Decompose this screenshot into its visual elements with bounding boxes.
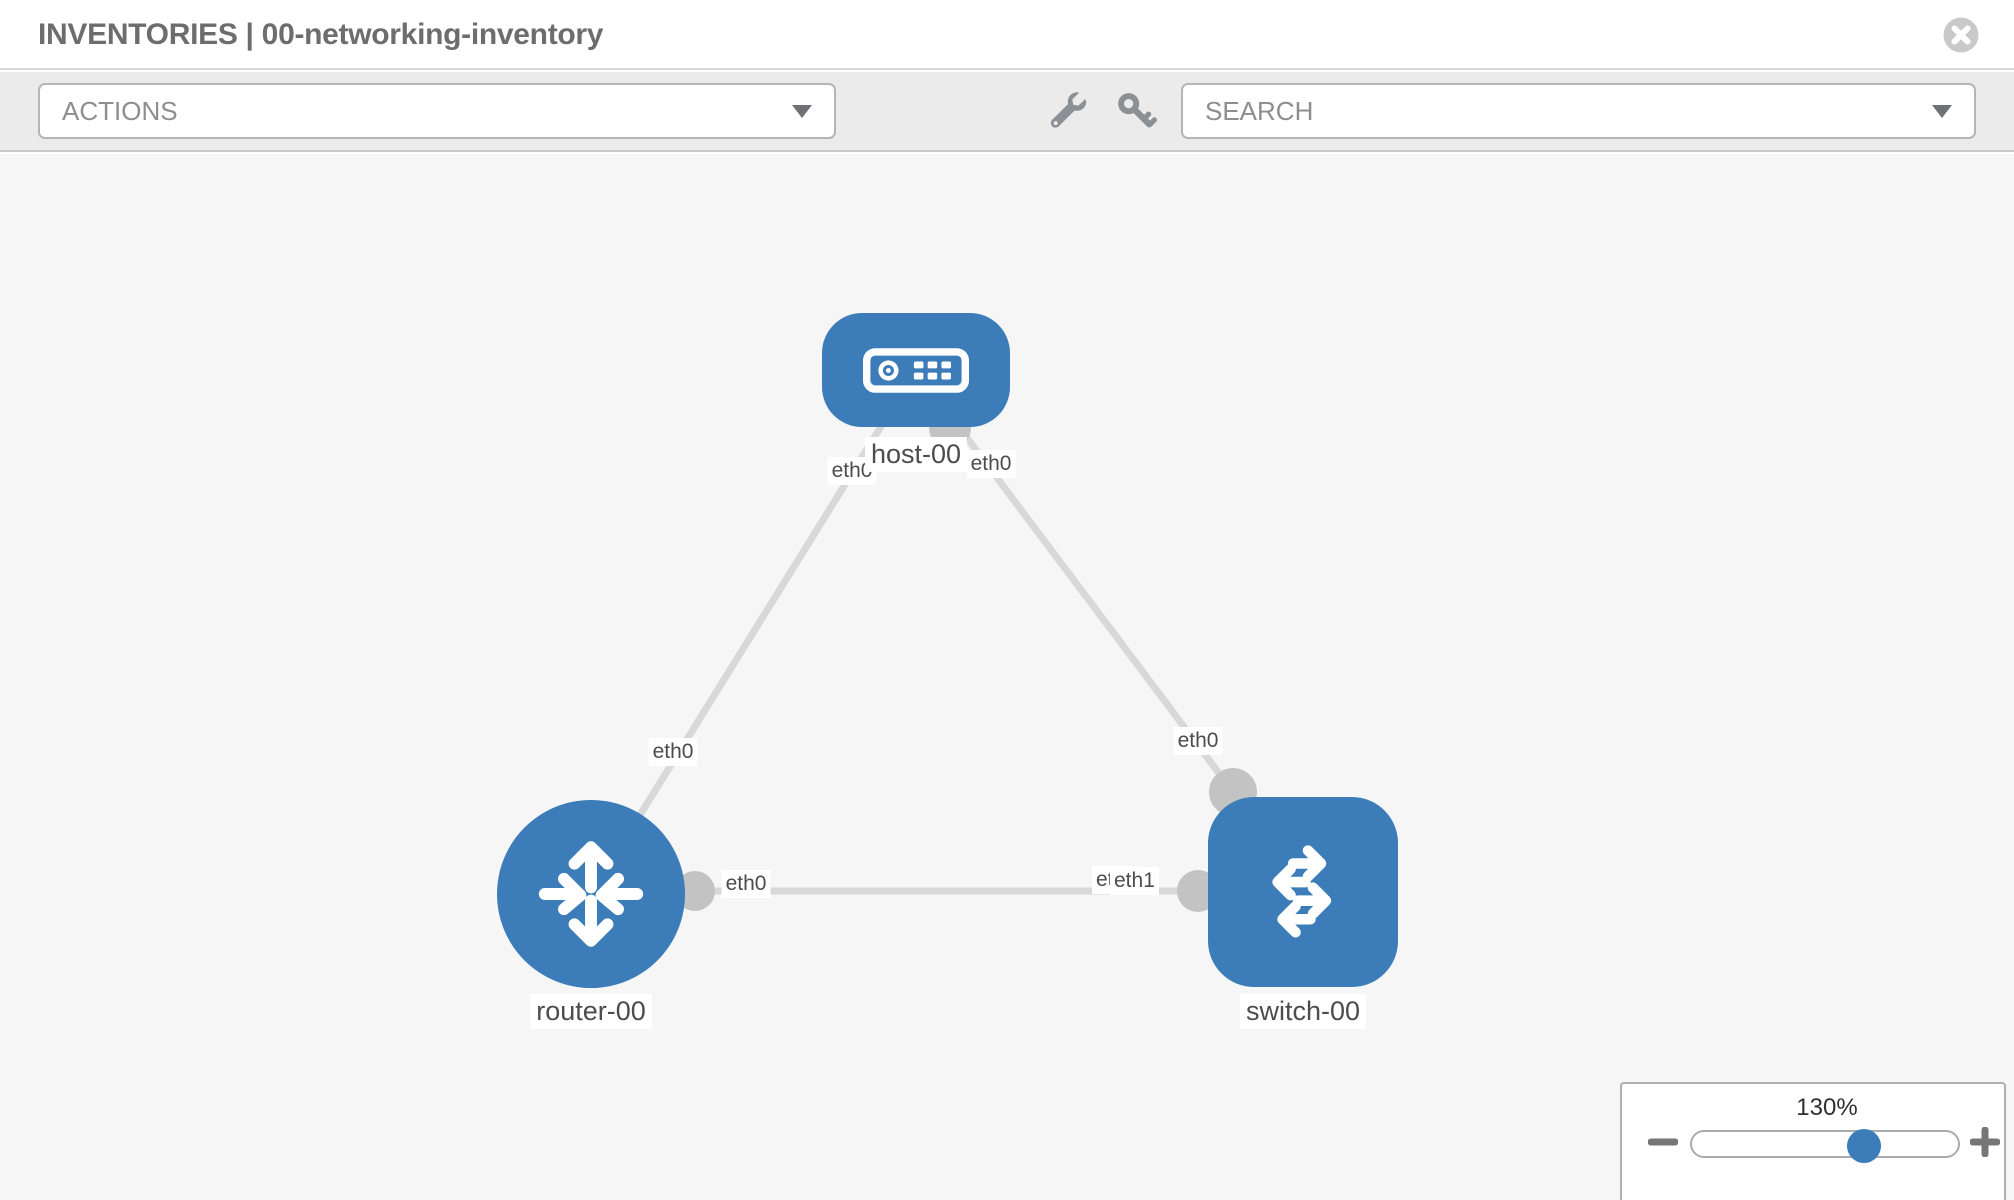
zoom-slider[interactable] (1690, 1128, 1960, 1163)
node-router-00[interactable] (497, 800, 685, 988)
interface-dot-router-right[interactable] (675, 871, 715, 911)
server-icon (863, 347, 969, 393)
search-dropdown-label: SEARCH (1205, 95, 1314, 126)
tool-icons (1047, 90, 1157, 132)
router-arrows-icon (538, 841, 644, 947)
zoom-value: 130% (1796, 1094, 1858, 1121)
search-dropdown[interactable]: SEARCH (1181, 83, 1976, 139)
x-circle-icon (1943, 17, 1979, 53)
zoom-row (1622, 1126, 2004, 1163)
port-label-router-eth0-top: eth0 (648, 738, 698, 766)
port-label-host-eth0-right: eth0 (966, 450, 1016, 478)
minus-icon (1647, 1138, 1679, 1146)
link-line-host-switch (913, 367, 1236, 795)
zoom-slider-thumb[interactable] (1847, 1128, 1881, 1163)
node-label-router-00: router-00 (530, 994, 652, 1029)
wrench-icon[interactable] (1047, 90, 1089, 132)
node-label-host-00: host-00 (864, 437, 968, 472)
actions-dropdown[interactable]: ACTIONS (38, 83, 836, 139)
node-label-switch-00: switch-00 (1239, 994, 1367, 1029)
zoom-in-button[interactable] (1969, 1126, 2001, 1160)
page-title: INVENTORIES | 00-networking-inventory (38, 18, 604, 51)
caret-down-icon (792, 104, 812, 118)
actions-dropdown-label: ACTIONS (62, 95, 178, 126)
switch-arrows-icon (1272, 845, 1332, 938)
node-host-00[interactable] (822, 313, 1010, 427)
zoom-panel: 130% (1620, 1082, 2006, 1200)
plus-icon (1969, 1126, 2001, 1158)
toolbar: ACTIONS SEARCH (0, 72, 2014, 152)
key-icon[interactable] (1115, 90, 1157, 132)
port-label-switch-eth1: eth1 (1110, 867, 1159, 895)
zoom-out-button[interactable] (1647, 1127, 1679, 1160)
caret-down-icon (1932, 104, 1952, 118)
port-label-switch-eth0-top: eth0 (1173, 727, 1223, 755)
port-label-router-eth0-right: eth0 (721, 870, 771, 898)
node-switch-00[interactable] (1208, 797, 1398, 987)
topology-canvas[interactable]: host-00 router-00 switch-00 eth0 eth0 et… (0, 154, 2014, 1200)
close-button[interactable] (1942, 16, 1980, 54)
topology-edges (588, 367, 1257, 912)
page-header: INVENTORIES | 00-networking-inventory (0, 0, 2014, 70)
